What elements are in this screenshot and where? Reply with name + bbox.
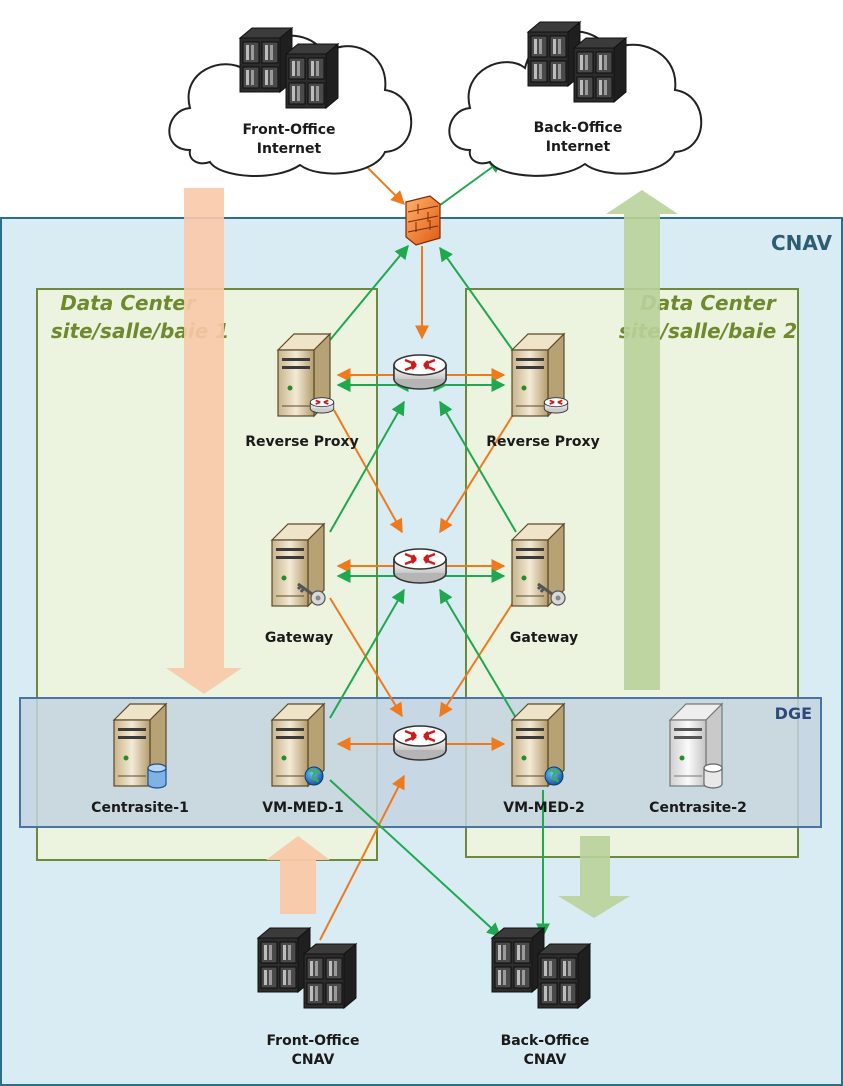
link-line [329, 400, 405, 533]
frontoffice-flow-arrow [266, 836, 330, 914]
cloud-back-office-internet: Back-Office Internet [448, 20, 703, 177]
reverse-proxy-1-label: Reverse Proxy [245, 434, 358, 450]
cloud-front-label-1: Front-Office [243, 122, 336, 138]
router-icon [393, 354, 447, 390]
centrasite-1-label: Centrasite-1 [91, 800, 189, 816]
cloud-back-label-1: Back-Office [534, 120, 623, 136]
reverse-proxy-2-icon [510, 332, 569, 418]
dge-label: DGE [775, 704, 812, 723]
link-line [329, 588, 405, 719]
outbound-flow-arrow [606, 190, 678, 690]
link-line [365, 165, 405, 205]
gateway-1-icon [270, 522, 326, 608]
back-office-cnav-label-1: Back-Office [501, 1033, 590, 1049]
link-line [439, 400, 517, 533]
link-line [333, 409, 403, 534]
cnav-label: CNAV [771, 231, 833, 255]
front-office-cnav-rack-icon [256, 926, 358, 1010]
network-links [319, 159, 550, 941]
centrasite-2-label: Centrasite-2 [649, 800, 747, 816]
reverse-proxy-1-icon [276, 332, 335, 418]
vm-med-2-icon [510, 702, 566, 788]
vm-med-2-label: VM-MED-2 [503, 800, 585, 816]
link-line [439, 409, 517, 534]
gateway-1-label: Gateway [265, 630, 333, 646]
backoffice-flow-arrow [558, 836, 630, 918]
back-office-cnav-label-2: CNAV [524, 1052, 567, 1068]
link-line [319, 774, 405, 941]
centrasite-2-icon [668, 702, 724, 789]
gateway-2-icon [510, 522, 566, 608]
front-office-cnav-label-1: Front-Office [267, 1033, 360, 1049]
gateway-2-label: Gateway [510, 630, 578, 646]
reverse-proxy-2-label: Reverse Proxy [486, 434, 599, 450]
router-icon [393, 725, 447, 761]
back-office-cnav-rack-icon [490, 926, 592, 1010]
link-line [435, 159, 504, 209]
centrasite-1-icon [112, 702, 168, 789]
vm-med-1-icon [270, 702, 326, 788]
firewall-icon [405, 195, 441, 246]
datacenter-2-title: Data Center [640, 291, 777, 315]
router-icon [393, 548, 447, 584]
vm-med-1-label: VM-MED-1 [262, 800, 344, 816]
cloud-front-office-internet: Front-Office Internet [168, 26, 413, 178]
link-line [439, 588, 517, 719]
link-line [329, 244, 409, 341]
link-line [329, 779, 502, 937]
cloud-back-label-2: Internet [546, 139, 611, 155]
cloud-front-label-2: Internet [257, 141, 322, 157]
inbound-flow-arrow [166, 188, 242, 694]
front-office-cnav-label-2: CNAV [292, 1052, 335, 1068]
datacenter-1-title: Data Center [60, 291, 197, 315]
link-line [439, 246, 515, 353]
link-line [439, 597, 517, 718]
